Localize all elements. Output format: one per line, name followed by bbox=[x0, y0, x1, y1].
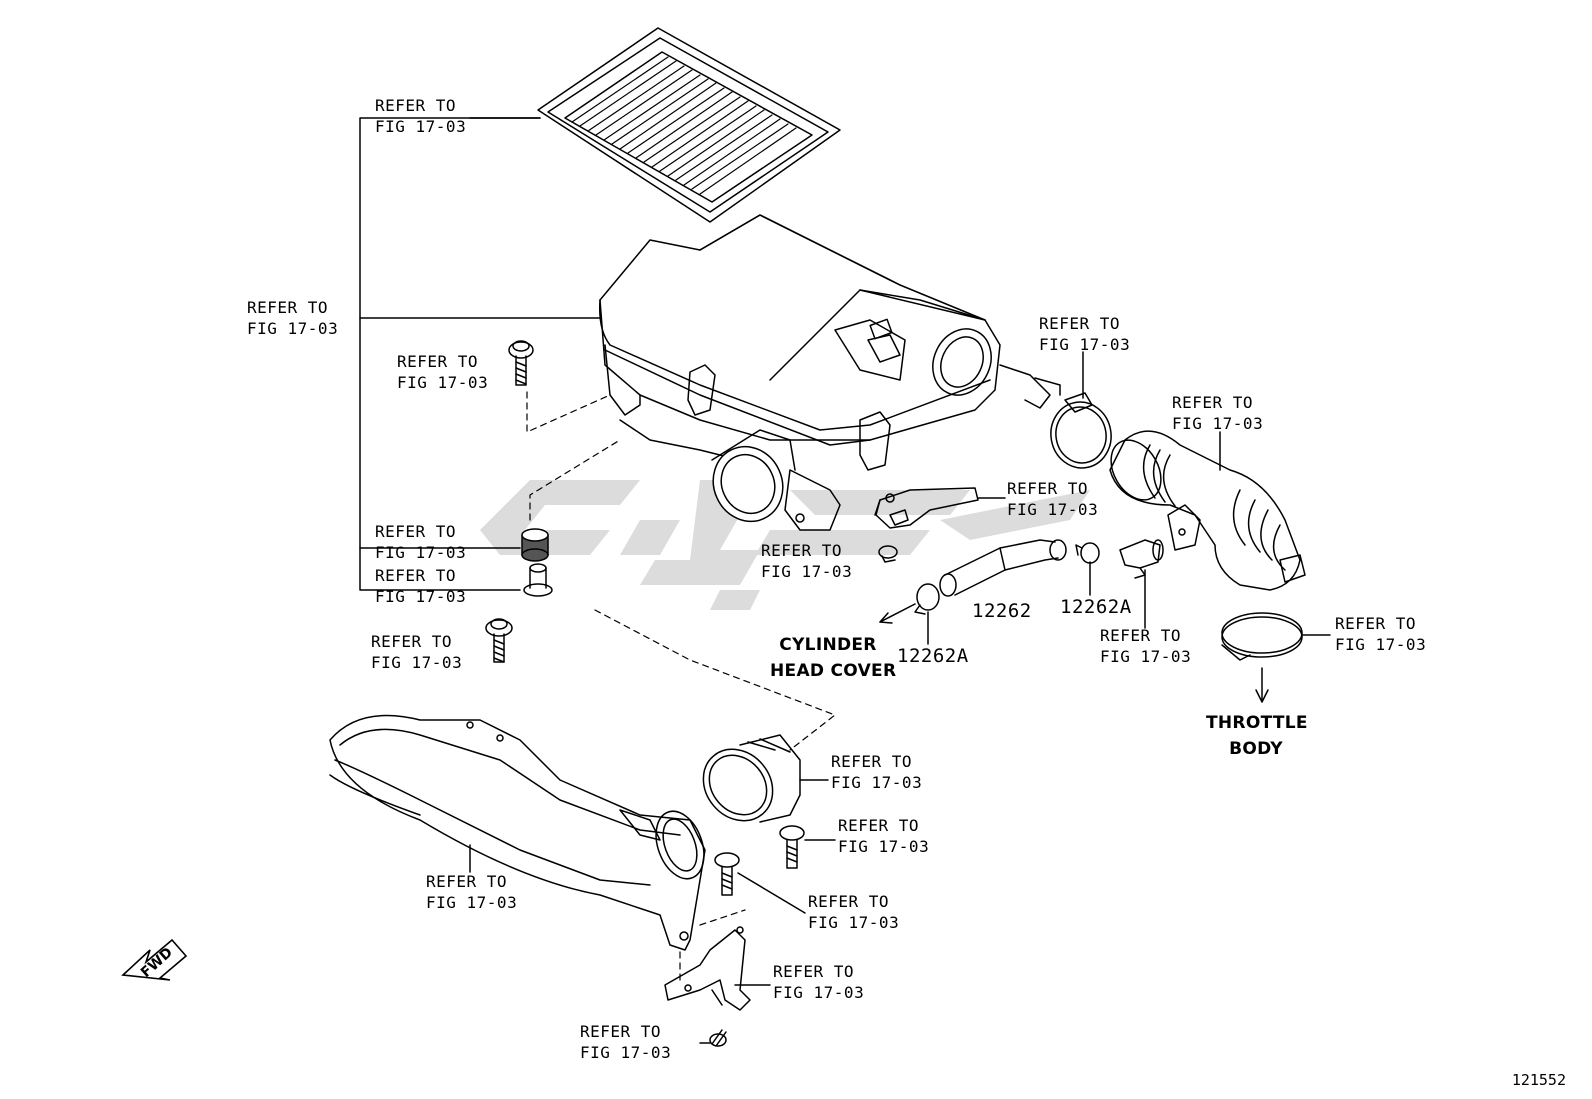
sensor-bracket-drawing bbox=[874, 487, 1006, 529]
sensor-screw-drawing bbox=[878, 545, 898, 563]
inlet-screw-mid-drawing bbox=[714, 852, 806, 914]
inlet-screw-right-drawing bbox=[779, 825, 836, 869]
cylinder-head-arrow bbox=[879, 603, 916, 624]
hose-drawing bbox=[939, 539, 1067, 597]
part-number-clamp-a-right: 12262A bbox=[1060, 596, 1132, 618]
air-cleaner-case bbox=[598, 214, 1061, 531]
clamp-a-left-drawing bbox=[914, 583, 940, 645]
part-number-clamp-a-left: 12262A bbox=[897, 645, 969, 667]
case-bolt-drawing bbox=[508, 340, 534, 386]
bracket-bolt-drawing bbox=[699, 1029, 727, 1047]
collar-drawing bbox=[523, 563, 553, 597]
grommet-drawing bbox=[521, 528, 549, 562]
intake-hose-drawing bbox=[1109, 430, 1306, 591]
diagram-id: 121552 bbox=[1511, 1071, 1566, 1089]
throttle-clamp-drawing bbox=[1221, 612, 1331, 703]
clamp-a-right-drawing bbox=[1075, 542, 1100, 596]
lower-bolt-drawing bbox=[485, 618, 513, 663]
pcv-union-drawing bbox=[1119, 539, 1164, 629]
duct-bracket-drawing bbox=[664, 926, 771, 1011]
inlet-seal-drawing bbox=[702, 734, 829, 823]
fwd-arrow: FWD bbox=[121, 938, 188, 981]
part-number-hose: 12262 bbox=[972, 600, 1032, 622]
air-filter-element bbox=[537, 27, 841, 223]
inlet-duct-drawing bbox=[329, 714, 706, 951]
outlet-clamp-drawing bbox=[1050, 351, 1112, 469]
